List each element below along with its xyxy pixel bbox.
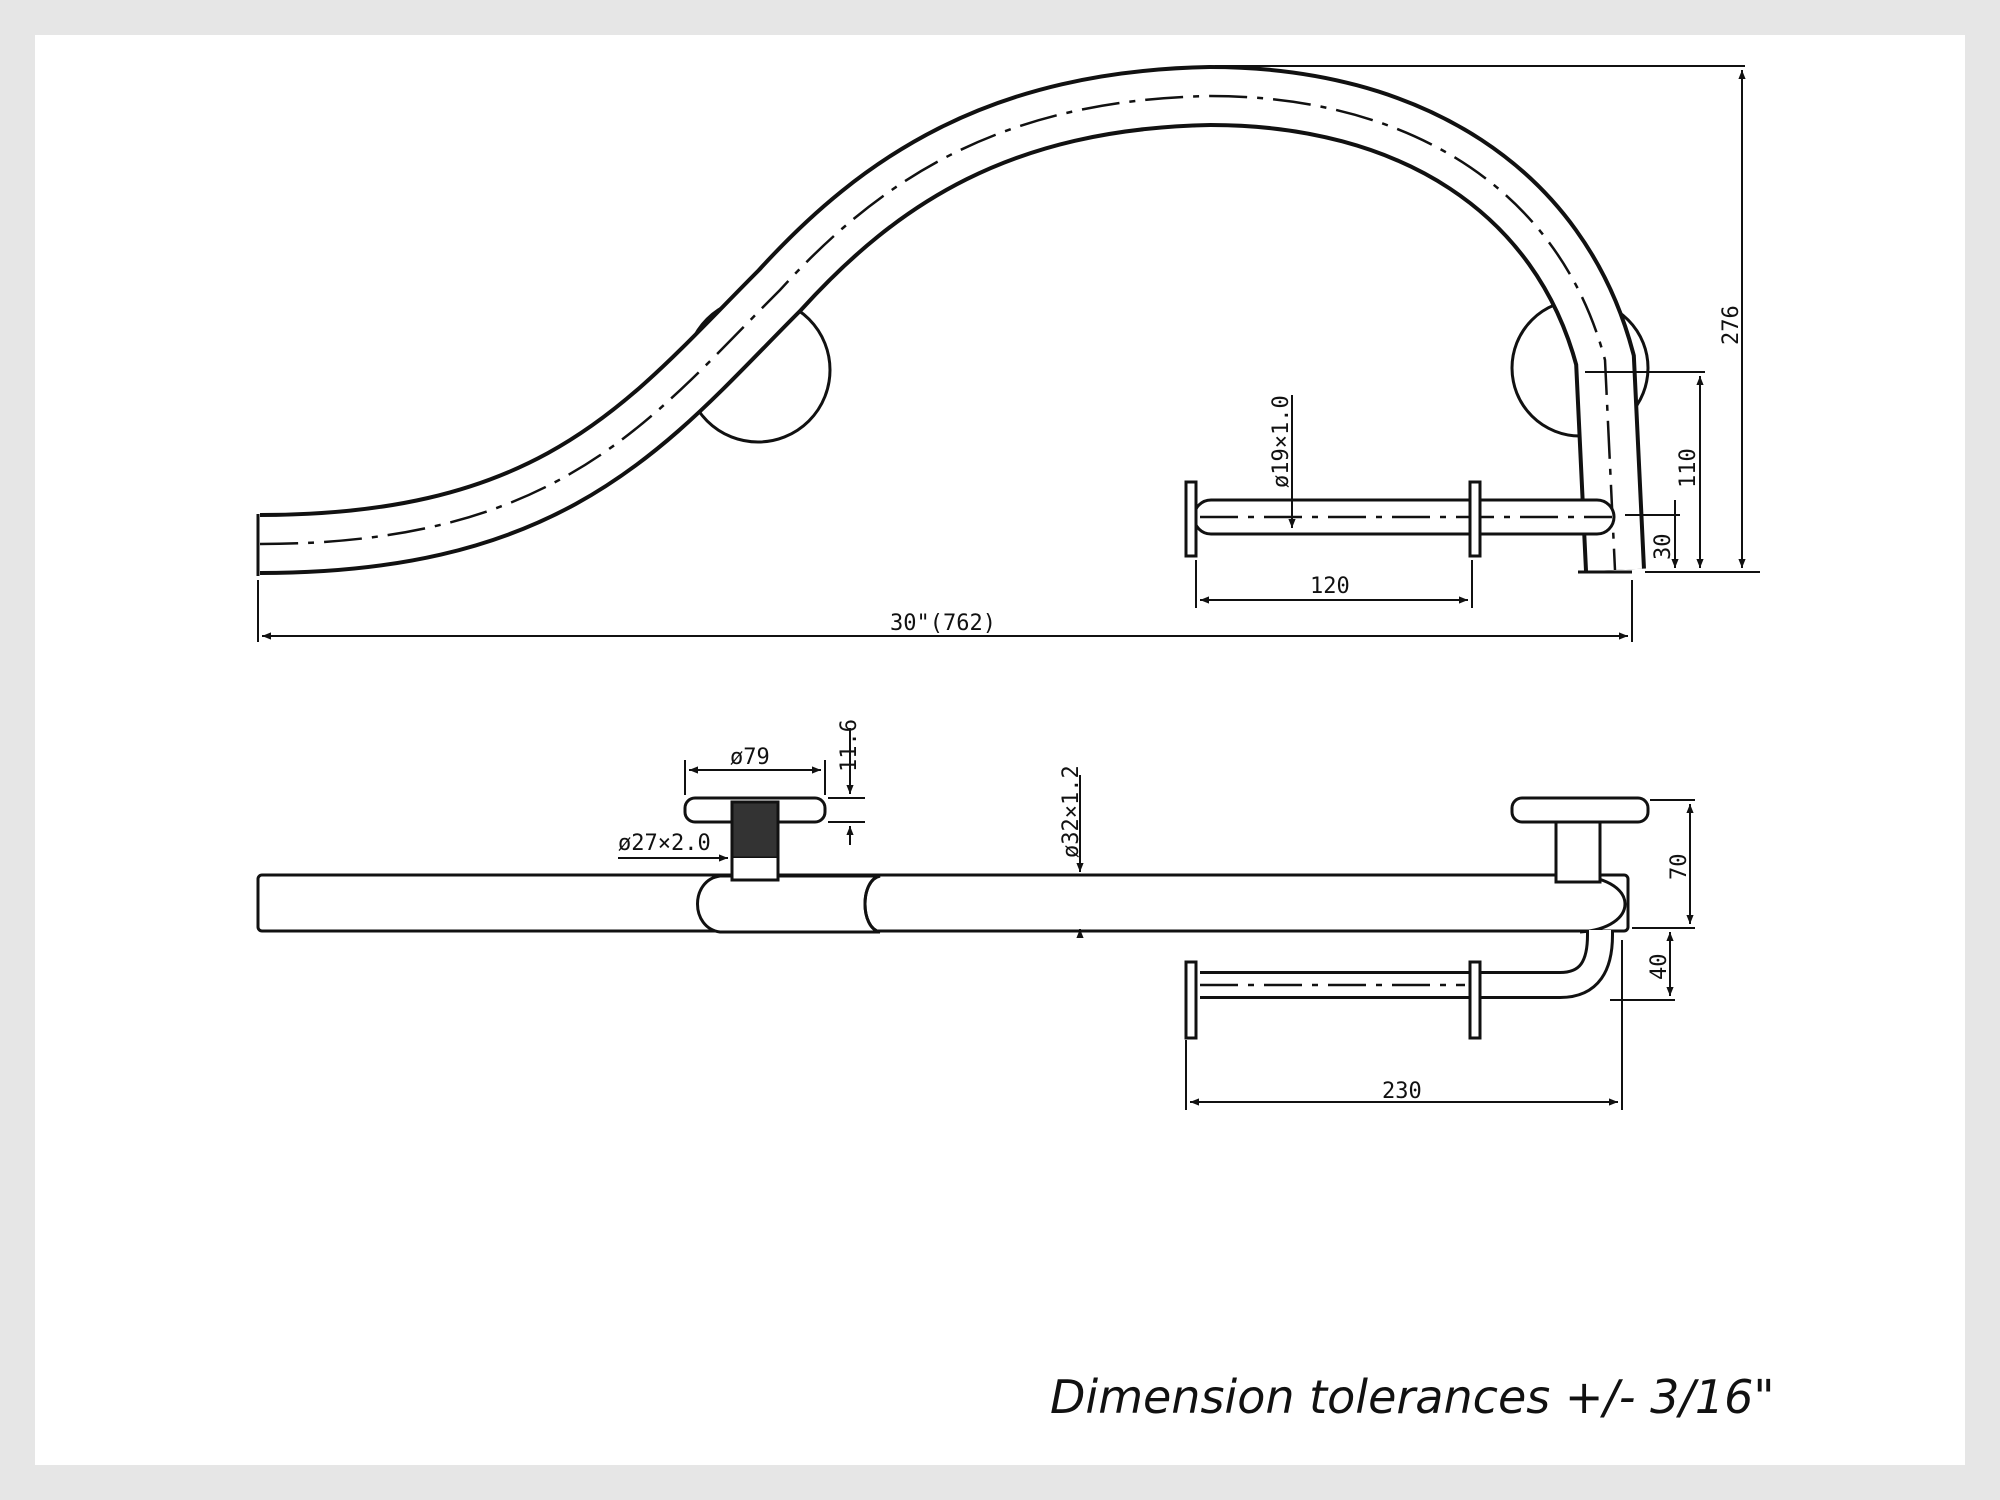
projection-label: 70 bbox=[1667, 854, 1692, 881]
elevation-dimension-labels: 30"(762) 120 276 110 30 ø19×1.0 bbox=[890, 305, 1744, 636]
flange-thickness-label: 11.6 bbox=[837, 719, 862, 772]
plan-view bbox=[256, 796, 1650, 1040]
plan-grab-bar bbox=[256, 873, 1630, 933]
holder-offset-label: 110 bbox=[1676, 448, 1701, 488]
holder-span-label: 230 bbox=[1382, 1079, 1422, 1104]
holder-projection-label: 40 bbox=[1647, 954, 1672, 981]
tube-diameter-label: ø32×1.2 bbox=[1059, 765, 1084, 858]
plan-dimension-labels: ø79 11.6 ø27×2.0 ø32×1.2 70 40 230 bbox=[618, 719, 1692, 1104]
paper-holder-elevation bbox=[1184, 480, 1616, 558]
plan-dimensions bbox=[618, 728, 1695, 1110]
drawing-sheet bbox=[35, 35, 1965, 1465]
right-flange-plan bbox=[1510, 796, 1650, 824]
post-diameter-label: ø27×2.0 bbox=[618, 831, 711, 856]
flange-diameter-label: ø79 bbox=[730, 745, 770, 770]
holder-length-label: 120 bbox=[1310, 574, 1350, 599]
tolerance-note: Dimension tolerances +/- 3/16" bbox=[1050, 1370, 1775, 1424]
left-post-shaded bbox=[730, 800, 780, 860]
overall-length-label: 30"(762) bbox=[890, 611, 996, 636]
elevation-view bbox=[256, 64, 1650, 576]
holder-tube-diameter-label: ø19×1.0 bbox=[1269, 395, 1294, 488]
bar-centerline bbox=[259, 94, 1617, 571]
holder-drop-label: 30 bbox=[1651, 534, 1676, 561]
elevation-dimensions bbox=[257, 65, 1760, 642]
height-label: 276 bbox=[1719, 305, 1744, 345]
